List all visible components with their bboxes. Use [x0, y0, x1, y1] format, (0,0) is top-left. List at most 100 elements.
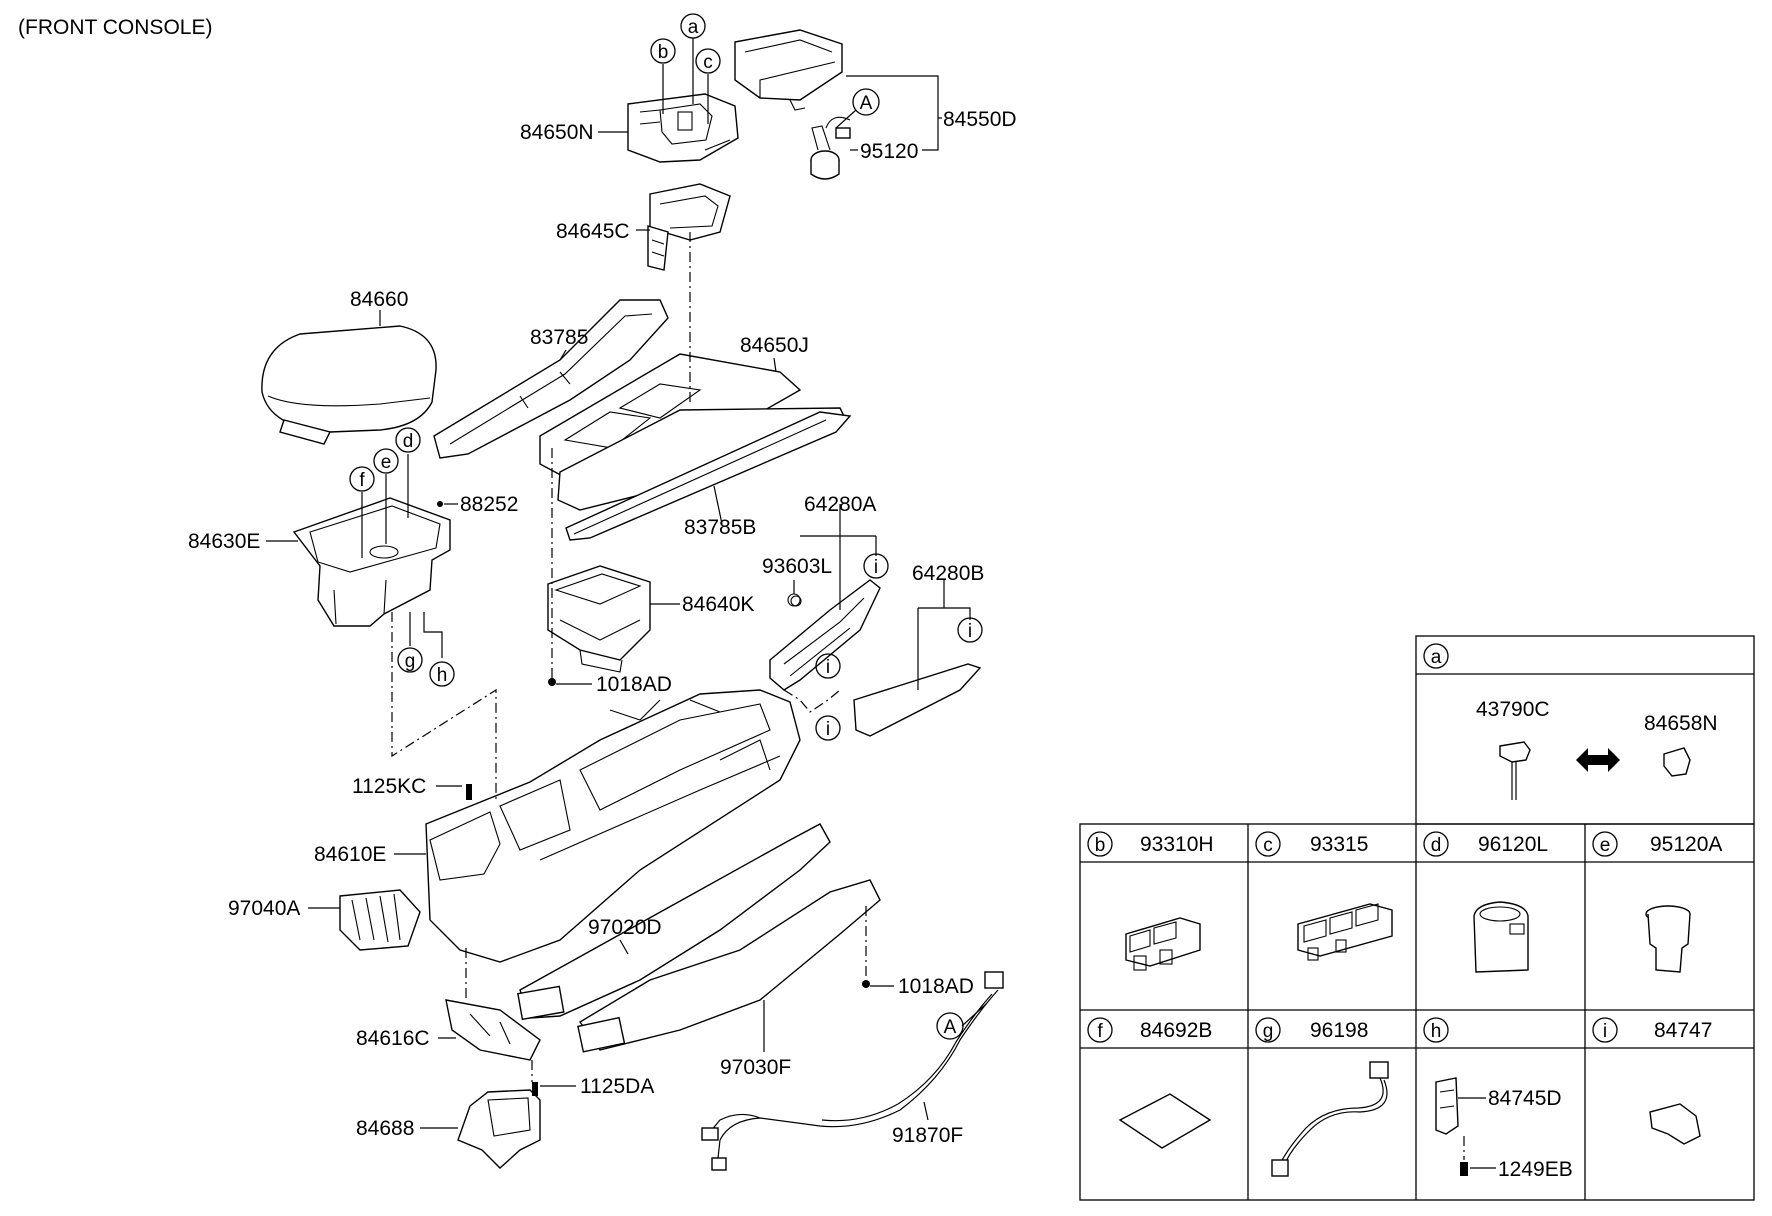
callout-b: b	[650, 38, 676, 64]
svg-text:f: f	[359, 470, 365, 491]
svg-text:g: g	[405, 651, 416, 672]
callout-i-64280B: i	[957, 617, 983, 643]
legend-cell-g: g 96198	[1255, 1017, 1389, 1177]
svg-text:c: c	[703, 52, 713, 73]
part-shift-bracket-drawing	[647, 183, 731, 271]
svg-text:c: c	[1263, 835, 1273, 856]
legend-cell-d: d 96120L	[1423, 831, 1548, 973]
callout-i-64280A: i	[863, 553, 889, 579]
part-console-module-drawing	[734, 29, 843, 111]
legend-e-drawing	[1645, 905, 1691, 973]
label-97040A: 97040A	[228, 897, 300, 920]
svg-text:i: i	[826, 657, 830, 678]
callout-A-upper: A	[852, 88, 880, 116]
part-power-outlet-drawing	[810, 116, 851, 180]
legend-a-left-part: 43790C	[1476, 698, 1550, 721]
part-shift-bezel-drawing	[627, 93, 739, 163]
svg-text:f: f	[1097, 1021, 1103, 1042]
legend-table	[1079, 635, 1755, 1201]
fastener-screw-1018AD-lower	[862, 980, 870, 988]
fastener-screw-1125KC	[466, 784, 472, 800]
fastener-screw-88252	[437, 501, 443, 507]
label-84688: 84688	[356, 1117, 414, 1140]
legend-b-part: 93310H	[1140, 833, 1214, 856]
label-83785B: 83785B	[684, 516, 756, 539]
legend-c-part: 93315	[1310, 833, 1368, 856]
svg-text:a: a	[1431, 647, 1442, 668]
legend-cell-i: i 84747	[1592, 1017, 1712, 1145]
legend-a-right-drawing	[1663, 747, 1691, 777]
legend-i-drawing	[1649, 1103, 1701, 1145]
part-lower-bracket-drawing	[445, 999, 541, 1061]
callout-c: c	[695, 48, 721, 74]
callout-g: g	[397, 647, 423, 673]
diagram-title: (FRONT CONSOLE)	[18, 16, 212, 39]
legend-a-right-part: 84658N	[1644, 712, 1718, 735]
callout-h: h	[429, 661, 455, 687]
svg-text:b: b	[1095, 835, 1106, 856]
label-84630E: 84630E	[188, 530, 260, 553]
part-storage-bin-drawing	[292, 497, 451, 627]
label-84640K: 84640K	[682, 593, 754, 616]
legend-h-part-2: 1249EB	[1498, 1158, 1573, 1181]
label-93603L: 93603L	[762, 555, 832, 578]
callout-e: e	[373, 448, 399, 474]
svg-text:i: i	[874, 557, 878, 578]
label-95120: 95120	[860, 140, 918, 163]
label-84550D: 84550D	[943, 108, 1017, 131]
label-84650J: 84650J	[740, 334, 809, 357]
legend-g-part: 96198	[1310, 1019, 1368, 1042]
legend-cell-f: f 84692B	[1087, 1017, 1212, 1149]
svg-text:d: d	[1431, 835, 1442, 856]
label-97030F: 97030F	[720, 1056, 791, 1079]
legend-i-part: 84747	[1654, 1019, 1712, 1042]
svg-text:i: i	[1603, 1021, 1607, 1042]
part-air-vent-drawing	[339, 889, 421, 951]
legend-h-drawing	[1435, 1077, 1496, 1176]
leader-lines	[266, 38, 987, 1129]
label-91870F: 91870F	[892, 1124, 963, 1147]
svg-text:e: e	[1600, 835, 1611, 856]
svg-text:h: h	[437, 665, 448, 686]
label-64280A: 64280A	[804, 493, 876, 516]
svg-text:g: g	[1263, 1021, 1274, 1042]
part-duct-lower-drawing	[577, 879, 881, 1053]
svg-text:d: d	[403, 431, 414, 452]
legend-c-drawing	[1297, 903, 1393, 961]
label-1125DA: 1125DA	[580, 1075, 654, 1098]
svg-text:h: h	[1431, 1021, 1442, 1042]
callout-i-middle: i	[815, 653, 841, 679]
part-console-garnish-drawing	[433, 299, 669, 459]
legend-cell-e: e 95120A	[1592, 831, 1722, 973]
legend-cell-h: h 84745D 1249EB	[1423, 1017, 1573, 1181]
legend-d-drawing	[1473, 901, 1529, 973]
label-84650N: 84650N	[520, 121, 594, 144]
label-84616C: 84616C	[356, 1027, 430, 1050]
part-armrest-lid-drawing	[261, 325, 437, 445]
legend-h-part-1: 84745D	[1488, 1087, 1562, 1110]
legend-a-left-drawing	[1499, 741, 1531, 800]
legend-cell-c: c 93315	[1255, 831, 1393, 961]
part-lower-garnish-drawing	[565, 411, 852, 541]
svg-text:a: a	[688, 17, 699, 38]
part-wiring-harness-drawing	[701, 971, 1004, 1171]
label-1018AD-upper: 1018AD	[596, 673, 672, 696]
legend-e-part: 95120A	[1650, 833, 1722, 856]
fastener-clip-93603L	[790, 595, 802, 607]
svg-text:A: A	[860, 93, 873, 114]
callout-A-lower: A	[936, 1012, 964, 1040]
callout-f: f	[349, 466, 375, 492]
label-1125KC: 1125KC	[352, 775, 426, 798]
svg-text:e: e	[381, 452, 392, 473]
part-console-body-drawing	[425, 689, 801, 963]
svg-text:b: b	[658, 42, 669, 63]
callout-d: d	[395, 427, 421, 453]
legend-g-drawing	[1271, 1061, 1389, 1177]
callout-i-lower: i	[815, 715, 841, 741]
fastener-screw-1018AD-upper	[548, 678, 556, 686]
callout-a: a	[680, 13, 706, 39]
label-97020D: 97020D	[588, 916, 662, 939]
legend-cell-b: b 93310H	[1087, 831, 1214, 971]
legend-d-part: 96120L	[1478, 833, 1548, 856]
